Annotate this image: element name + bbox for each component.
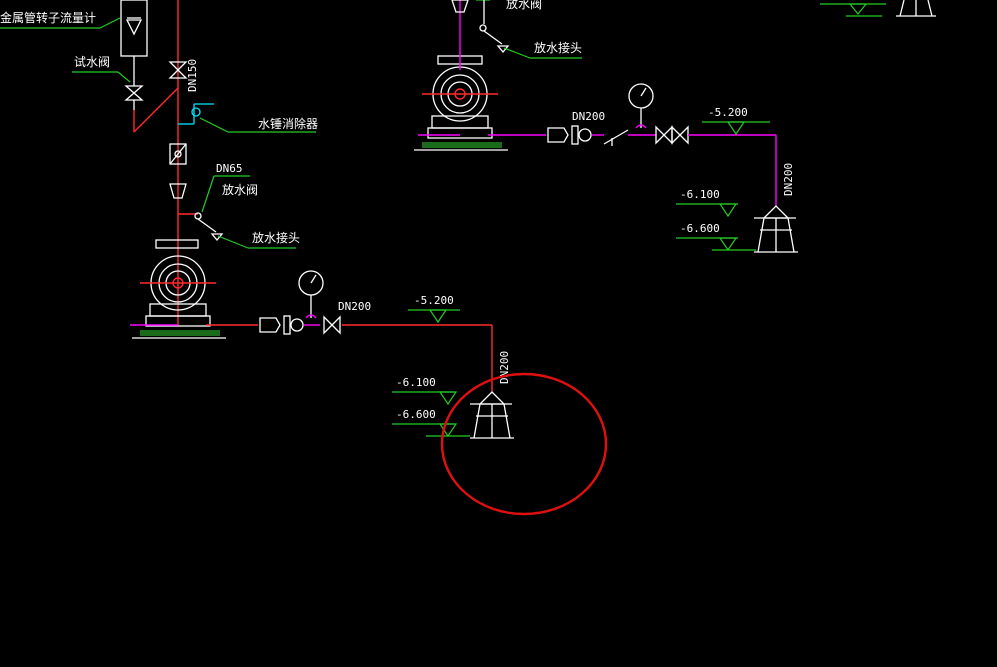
top-pressure-gauge-icon <box>628 83 654 129</box>
top-check-valve-icon <box>603 129 629 146</box>
drain-valve-top-label: 放水阀 <box>506 0 542 11</box>
test-valve-icon <box>124 85 144 101</box>
top-pump-icon <box>414 55 508 151</box>
highlight-circle <box>440 372 608 516</box>
mid-foot-valve-icon <box>470 391 514 439</box>
svg-text:-6.100: -6.100 <box>680 188 720 201</box>
water-hammer-icon <box>191 107 201 117</box>
dn200-top-v-label: DN200 <box>782 163 795 196</box>
top-right-partial-marker <box>820 0 936 17</box>
top-gate-valve-icon <box>655 125 673 145</box>
check-valve-icon <box>169 143 187 165</box>
drain-valve-left-group: DN65 放水阀 放水接头 <box>178 162 300 249</box>
left-pressure-gauge-icon <box>298 270 324 319</box>
svg-text:-5.200: -5.200 <box>414 294 454 307</box>
top-drain-group: 放水阀 放水接头 <box>451 0 582 59</box>
riser-gate-valve-icon <box>168 61 188 79</box>
drain-valve-left-label: 放水阀 <box>222 182 258 197</box>
dn150-label: DN150 <box>186 59 199 92</box>
left-pump-icon <box>132 239 226 339</box>
dn65-label: DN65 <box>216 162 243 175</box>
test-valve-group: 试水阀 <box>72 54 179 133</box>
flowmeter-label: 金属管转子流量计 <box>0 10 96 25</box>
mid-elevation-main: -5.200 <box>408 294 460 324</box>
left-flexible-joint-icon <box>259 315 304 335</box>
dn200-top-h-label: DN200 <box>572 110 605 123</box>
top-elevation-main: -5.200 <box>702 106 770 136</box>
water-hammer-arrester-group: 水锤消除器 <box>178 103 318 133</box>
dn200-mid-v-label: DN200 <box>498 351 511 384</box>
drain-joint-left-label: 放水接头 <box>252 230 300 245</box>
top-flexible-joint-icon <box>547 125 592 145</box>
left-gate-valve-icon <box>323 315 341 335</box>
flowmeter-label-group: 金属管转子流量计 <box>0 10 121 29</box>
mid-elevation-lower: -6.600 <box>392 408 470 438</box>
svg-text:-6.100: -6.100 <box>396 376 436 389</box>
mid-elevation-upper: -6.100 <box>392 376 458 406</box>
top-elevation-lower: -6.600 <box>676 222 756 252</box>
svg-text:-6.600: -6.600 <box>396 408 436 421</box>
top-elevation-upper: -6.100 <box>676 188 738 218</box>
svg-text:-6.600: -6.600 <box>680 222 720 235</box>
drain-valve-top-icon <box>479 24 487 32</box>
top-foot-valve-icon <box>754 205 798 253</box>
reducer-icon <box>169 183 187 199</box>
dn200-mid-h-label: DN200 <box>338 300 371 313</box>
svg-text:-5.200: -5.200 <box>708 106 748 119</box>
drain-joint-top-label: 放水接头 <box>534 40 582 55</box>
test-valve-label: 试水阀 <box>74 54 110 69</box>
flowmeter-icon <box>120 0 148 66</box>
water-hammer-label: 水锤消除器 <box>258 116 318 131</box>
